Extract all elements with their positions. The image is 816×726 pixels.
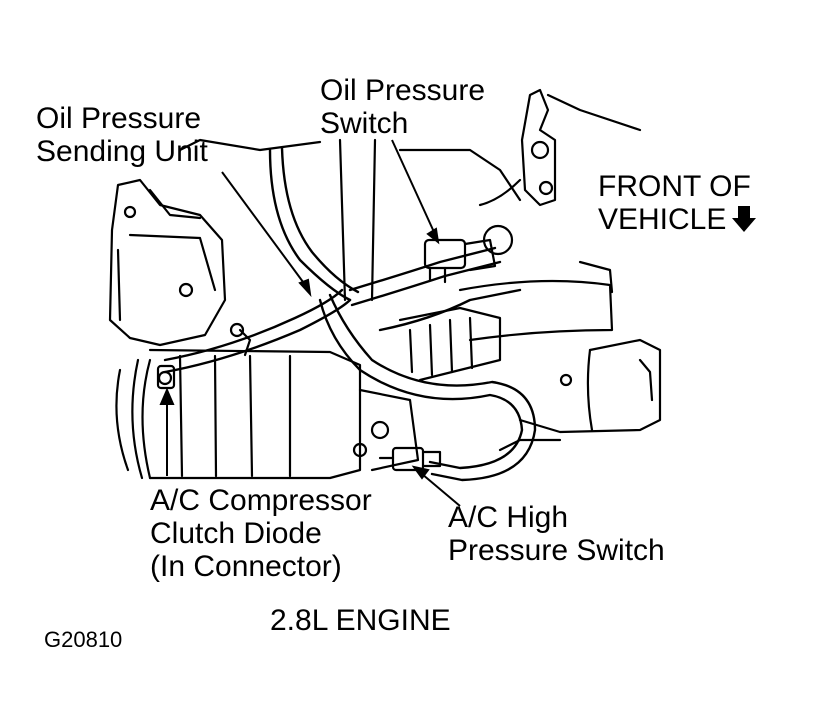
leader-lines [159, 139, 461, 507]
label-line: Oil Pressure [36, 102, 202, 135]
wiring-harness [163, 146, 537, 482]
label-line: Switch [320, 107, 409, 140]
label-line: FRONT OF [598, 170, 751, 203]
down-arrow-icon [732, 206, 757, 232]
label-front-of-vehicle: FRONT OF VEHICLE [598, 170, 757, 236]
label-line: Clutch Diode [150, 517, 322, 550]
label-text: VEHICLE [598, 203, 727, 236]
ac-compressor [115, 348, 362, 480]
label-line: VEHICLE [598, 203, 757, 236]
label-line: A/C Compressor [150, 484, 372, 517]
ac-high-pressure-switch-part [378, 446, 442, 472]
oil-pressure-switch-part [423, 224, 514, 284]
manifold-and-hoses [458, 260, 662, 452]
label-line: Pressure Switch [448, 534, 665, 567]
engine-block [178, 138, 522, 472]
label-line: (In Connector) [150, 550, 342, 583]
upper-bracket [478, 88, 642, 207]
clutch-diode-connector [156, 364, 176, 390]
label-line: Sending Unit [36, 135, 208, 168]
bracket-housing [108, 178, 227, 347]
label-oil-pressure-switch: Oil Pressure Switch [320, 74, 485, 140]
engine-caption: 2.8L ENGINE [270, 604, 451, 637]
label-oil-pressure-sending-unit: Oil Pressure Sending Unit [36, 102, 208, 168]
figure-id: G20810 [44, 627, 123, 652]
label-line: Oil Pressure [320, 74, 486, 107]
label-line: A/C High [448, 501, 569, 534]
label-ac-high-pressure-switch: A/C High Pressure Switch [448, 501, 665, 567]
label-ac-compressor-clutch-diode: A/C Compressor Clutch Diode (In Connecto… [150, 484, 372, 583]
